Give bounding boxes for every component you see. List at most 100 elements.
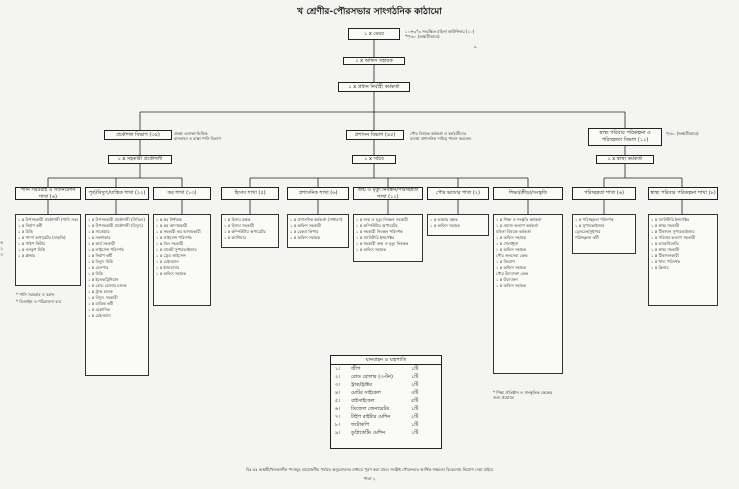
section-header: পৌর ভান্ডার শাখা (২) — [427, 187, 489, 200]
section-header: হিসাব শাখা (৫) — [221, 187, 279, 200]
section-list-item: ১ x উপসহকারী প্রকৌশলী (পানি সরবরাহ) — [18, 217, 78, 222]
section-list-item: ১ x শিক্ষা ও সংস্কৃতি কর্মকর্তা — [496, 217, 542, 222]
section-list-item: ১ x বিল সহকারী — [156, 241, 184, 246]
section-list-item: ১ x স্বাস্থ্য সহকারী — [651, 223, 680, 228]
legend-number: ৪। — [335, 390, 341, 396]
section-list: ১ x প্রশাসনিক কর্মকর্তা (সাধারণ)১ x অফিস… — [287, 214, 349, 248]
legend-item-name: বাইসাইকেল — [351, 398, 375, 404]
legend-quantity: ২টি — [411, 414, 419, 420]
section-list-item: ১ x চেইনম্যান — [88, 313, 111, 318]
section-list-item: ১ x মার্কেট সুপারভাইজার — [156, 247, 197, 252]
section-list-item: ১ x উদ্যোক্তা — [496, 277, 518, 282]
mayor-note-number: ৯ — [474, 44, 477, 49]
section-list-item: ১ x হিসাব সহকারী — [224, 223, 255, 228]
legend-number: ৮। — [335, 422, 341, 428]
section-list-item: ১ x ক্লিনার — [651, 265, 669, 270]
section-list-item: ১ x অফিস সহায়ক — [496, 235, 527, 240]
section-list-item: ১ x স্যানিটারি ইন্সপেক্টর — [356, 235, 395, 240]
legend-quantity: ১টি — [411, 374, 419, 380]
section-list-item: ১ x ট্রাক চালক — [88, 289, 113, 294]
section-header: কর শাখা (১৩) — [153, 187, 211, 200]
section-list-item: ১ x হিসাব রক্ষক — [224, 217, 251, 222]
legend-item-name: মোটর সাইকেল — [351, 390, 381, 396]
section-list-item: ১ x সমাজ কল্যাণ কর্মকর্তা — [496, 223, 539, 228]
section-list-item: ১ x মিস্ত্রি — [18, 229, 33, 234]
section-list: ১ x জন্ম ও মৃত্যু নিবন্ধন সহকারী১ x কম্প… — [353, 214, 423, 262]
section-list-item: পৌর জনসেবা কেন্দ্র — [496, 253, 528, 258]
legend-quantity: ১টি — [411, 430, 419, 436]
footer-page: পাতা ২ — [363, 476, 376, 481]
legend-row: ১। জীপ ১টি — [331, 365, 441, 373]
section-list-item: ১ x পরিবার কল্যাণ সহকারী — [651, 235, 696, 240]
section-list-item: ১ x টিকাদান সুপারভাইজার — [651, 229, 695, 234]
section-list-item: ১ x পাম্প অপারেটর (বাড়তি) — [18, 235, 66, 240]
section-list-item: ১ x কম্পিউটার অপারেটর — [224, 229, 266, 234]
section-list-item: ১ x চেইনম্যান — [156, 259, 179, 264]
mayor-note-line: *পৃ-৬০ (অস্থায়ীভাবে) — [405, 34, 440, 39]
dept-engineering-box: প্রকৌশল বিভাগ (৩৯) — [104, 130, 172, 140]
section-list-item: ১ x নকশাকার — [88, 235, 111, 240]
section-list-item: ১ x অফিস সহকারী — [290, 223, 321, 228]
legend-quantity: ১টি — [411, 366, 419, 372]
section-list: ১ x উপসহকারী প্রকৌশলী (সিভিল)১ x উপসহকার… — [85, 214, 149, 376]
section-list-item: ১ x সহকারী জন্ম ও মৃত্যু নিবন্ধক — [356, 241, 409, 246]
legend-item-name: ট্রাক/ট্রাক্টর — [351, 382, 372, 388]
dept-admin-note: পৌর বিষয়ক কর্মকর্তা ও কর্মচারীদের ব্যবস… — [410, 131, 472, 141]
legend-row: ২।রোড রোলার (৩-টন)১টি — [331, 373, 441, 381]
section-list-item: ১ x ক্যাশিয়ার — [224, 235, 246, 240]
section-list-item: ১ x যান্ত্রিক কর্মী — [88, 301, 114, 306]
section-list-item: ১ x সার্ভেয়ার — [88, 229, 110, 234]
legend-title: যানবাহন ও যন্ত্রপাতি — [331, 356, 441, 365]
section-list-item: ১ x সুপারভাইজার — [575, 223, 605, 228]
dept-admin-box: প্রশাসন বিভাগ (৪৫) — [346, 130, 404, 140]
legend-number: ২। — [335, 374, 341, 380]
section-header: পূর্ত/বিদ্যুৎ/যান্ত্রিক শাখা (২২) — [85, 187, 149, 200]
legend-number: ১। — [335, 366, 341, 372]
section-list-item: ১ x লাইসেন্স পরিদর্শক — [88, 247, 124, 252]
dept-note-line: পৌর বিষয়ক কর্মকর্তা ও কর্মচারীদের — [410, 131, 467, 136]
legend-row: ৮।ফটোকপি১টি — [331, 421, 441, 429]
section-list-item: ১ x কর আদায়কারী — [156, 223, 188, 228]
mayor-box: ১ x মেয়র — [348, 28, 400, 40]
section-list-item: ১ x প্রশাসনিক কর্মকর্তা (সাধারণ) — [290, 217, 343, 222]
page-title: খ শ্রেণীর-পৌরসভার সাংগঠনিক কাঠামো — [297, 7, 442, 17]
section-list-item: পরিচ্ছন্নতা কর্মী — [575, 235, 599, 240]
section-list-item: ১ x রেকর্ড কিপার — [290, 229, 319, 234]
legend-item-name: জীপ — [351, 366, 361, 372]
section-list-item: ১ x কার্য সহকারী — [88, 241, 116, 246]
section-list-item: ১ x লাইসেন্স পরিদর্শক — [156, 235, 192, 240]
section-list-item: ১ x অফিস সহায়ক — [496, 283, 527, 288]
legend-quantity: ১টি — [411, 406, 419, 412]
section-list-item: ১ x কম্পিউটার অপারেটর — [356, 223, 398, 228]
section-header: পানি সরবরাহ ও স্যানিটেশন শাখা (৬) — [15, 187, 81, 200]
section-header: স্বাস্থ্য পরিবার পরিকল্পনা শাখা (৮) — [648, 187, 718, 200]
section-list-item: ১ x মেকানিক — [88, 307, 110, 312]
dept-note-line: যানবাহন ও রাস্তা পানি বিভাগ — [174, 136, 221, 141]
section-list-item: ১ x অফিস সহায়ক — [356, 247, 387, 252]
mayor-note: ১০+৩*৩ সংরক্ষিত মহিলা কাউন্সিলর (১০) *পৃ… — [405, 29, 474, 39]
section-header: পরিচ্ছন্নতা শাখা (৬) — [572, 187, 636, 200]
dept-note-line: ব্যবস্থা প্রশাসনিক দায়িত্ব পালন করবেন। — [410, 136, 472, 141]
section-list-item: ১ x বিদ্যুৎ মিস্ত্রি — [88, 259, 113, 264]
section-list-item: ১ x স্বাস্থ্য সহকারী — [651, 247, 680, 252]
section-list-item: ১ x ভান্ডার রক্ষক — [430, 217, 458, 222]
section-list-item: ১ x প্লাম্বার — [18, 253, 36, 258]
section-list-item: ১ x উপসহকারী প্রকৌশলী (সিভিল) — [88, 217, 145, 222]
left-note: * ডিজাইন ও পরিচালনা ব্যয় — [16, 299, 61, 304]
section-list-item: ১ x রোড রোলার চালক — [88, 283, 127, 288]
section-list-item: ড্রেনমেন/সুইপার — [575, 229, 601, 234]
section-list-item: ১ x পাইপ ফিটার — [18, 241, 46, 246]
section-list-item: ১ x উপসহকারী প্রকৌশলী (বিদ্যুৎ) — [88, 223, 143, 228]
head-health-box: ১ x স্বাস্থ্য কর্মকর্তা — [596, 155, 654, 164]
section-header: জন্ম ও মৃত্যু নিবন্ধন/পরিচ্ছন্নতা শাখা (… — [353, 187, 423, 200]
